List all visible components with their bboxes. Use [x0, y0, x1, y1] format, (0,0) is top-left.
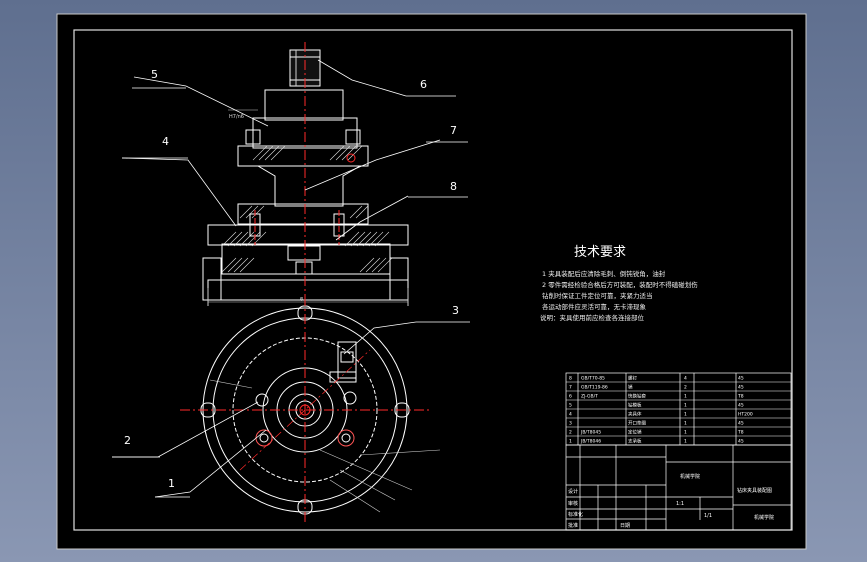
bom-cell: GB/T119-86 — [581, 385, 608, 391]
bom-cell: 4 — [569, 412, 572, 418]
bom-cell: 1 — [684, 412, 687, 418]
drawing-frame — [73, 29, 793, 531]
scale-label: 1:1 — [676, 501, 684, 507]
drawing-name: 钻床夹具装配图 — [737, 487, 772, 494]
bom-cell: 45 — [738, 403, 744, 409]
section-view: H7/n6 φ — [202, 42, 409, 306]
callout-2: 2 — [124, 434, 131, 447]
bom-cell: 1 — [684, 421, 687, 427]
bom-cell: GB/T70-85 — [581, 376, 605, 382]
leader-lines — [112, 59, 470, 498]
approver-label: 批准 — [568, 522, 578, 529]
bom-cell: 5 — [569, 403, 572, 409]
callout-5: 5 — [151, 68, 158, 81]
bom-cell: 夹具体 — [628, 411, 642, 418]
tech-line-1: 1 夹具装配后应清除毛刺、倒钝锐角，油封 — [542, 269, 666, 278]
bom-cell: 螺钉 — [628, 375, 637, 382]
bom-cell: 开口垫圈 — [628, 420, 646, 427]
sheet-label: 1/1 — [704, 513, 712, 519]
callout-6: 6 — [420, 78, 427, 91]
callout-8: 8 — [450, 180, 457, 193]
designer-label: 设计 — [568, 488, 578, 495]
bom-cell: 45 — [738, 439, 744, 445]
fit-dimension-label: H7/n6 — [229, 114, 244, 120]
bom-cell: 7 — [569, 385, 572, 391]
bom-cell: 1 — [569, 439, 572, 445]
bom-cell: 45 — [738, 376, 744, 382]
bom-cell: JB/T8045 — [580, 430, 601, 436]
title-block-text: 设计 审核 标准化 批准 日期 机械学院 钻床夹具装配图 1/1 1:1 机械学… — [568, 473, 774, 529]
bom-cell: 6 — [569, 394, 572, 400]
bom-cell: T8 — [737, 394, 744, 400]
drawing-sheet — [56, 13, 807, 550]
bom-cell: 定位销 — [628, 429, 642, 436]
callout-1: 1 — [168, 477, 175, 490]
date-label: 日期 — [620, 523, 630, 529]
bom-cell: 1 — [684, 403, 687, 409]
bom-cell: 2 — [684, 385, 687, 391]
bom-cell: 2 — [569, 430, 572, 436]
bom-cell: 45 — [738, 421, 744, 427]
tech-note: 说明：夹具使用前应检查各连接部位 — [540, 313, 645, 322]
bom-cell: 1 — [684, 394, 687, 400]
bom-cell: T8 — [737, 430, 744, 436]
school-code: 机械学院 — [754, 514, 774, 521]
bom-cell: 4 — [684, 376, 687, 382]
checker-label: 审核 — [568, 500, 578, 507]
bom-cell: 8 — [569, 376, 572, 382]
technical-requirements: 技术要求 1 夹具装配后应清除毛刺、倒钝锐角，油封 2 零件需经检验合格后方可装… — [540, 245, 698, 322]
base-dimension-label: φ — [300, 296, 304, 302]
bom-cell: 快换钻套 — [628, 393, 646, 400]
standard-label: 标准化 — [568, 511, 583, 518]
bom-cell: ZJ-GB/T — [581, 394, 598, 400]
tech-title: 技术要求 — [574, 245, 626, 260]
callout-7: 7 — [450, 124, 457, 137]
bom-cell: 1 — [684, 439, 687, 445]
bom-cell: 支承板 — [628, 438, 642, 445]
tech-line-3: 钻削时保证工件定位可靠，夹紧力适当 — [542, 291, 653, 300]
callout-labels: 5 6 7 8 4 3 2 1 — [124, 68, 459, 490]
plan-view — [180, 296, 441, 524]
bom-cell: 3 — [569, 421, 572, 427]
title-block — [565, 444, 792, 531]
bom-cell: 钻模板 — [628, 402, 642, 409]
bom-cell: 1 — [684, 430, 687, 436]
callout-4: 4 — [162, 135, 169, 148]
bom-cell: 销 — [628, 384, 633, 391]
school-label: 机械学院 — [680, 473, 700, 480]
tech-line-4: 各运动部件应灵活可靠，无卡滞现象 — [542, 302, 647, 311]
bom-cell: 45 — [738, 385, 744, 391]
tech-line-2: 2 零件需经检验合格后方可装配，装配时不得磕碰划伤 — [542, 280, 698, 289]
bom-cell: JB/T8046 — [580, 439, 601, 445]
bom-cell: HT200 — [738, 412, 753, 418]
callout-3: 3 — [452, 304, 459, 317]
